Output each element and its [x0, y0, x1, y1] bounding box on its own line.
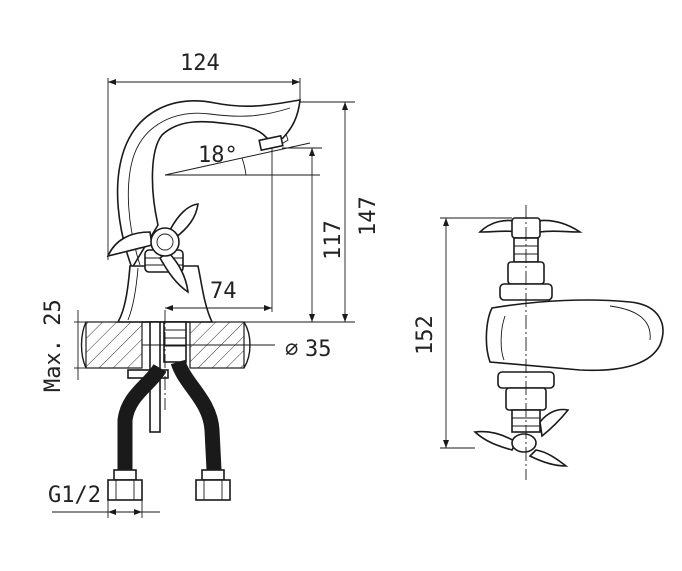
hose-nut-right	[195, 469, 231, 501]
dim-side-view-height: 152	[413, 315, 438, 355]
dim-spout-reach: 74	[210, 279, 237, 304]
dim-spout-height: 117	[321, 220, 346, 260]
dim-hole-diameter: 35	[305, 337, 332, 362]
front-view	[80, 99, 301, 501]
cross-handle[interactable]	[106, 203, 199, 294]
side-dimensions: 152	[413, 217, 512, 449]
front-dimensions: 124 18° 147 117 74 Max. 25 ∅ 35	[41, 51, 381, 518]
diameter-symbol: ∅	[285, 337, 298, 362]
dim-total-height: 147	[356, 196, 381, 236]
dim-spout-angle: 18°	[198, 143, 238, 168]
dim-overall-width: 124	[180, 51, 220, 76]
dim-connection-thread: G1/2	[48, 483, 101, 508]
hose-nut-left	[107, 469, 143, 501]
handle-cap	[150, 227, 180, 257]
aerator	[258, 134, 284, 152]
dim-max-deck-thickness: Max. 25	[41, 299, 66, 392]
side-view	[473, 205, 664, 480]
side-spout-body	[485, 299, 664, 372]
side-top-handle[interactable]	[478, 217, 583, 239]
side-bottom-handle[interactable]	[473, 408, 570, 467]
